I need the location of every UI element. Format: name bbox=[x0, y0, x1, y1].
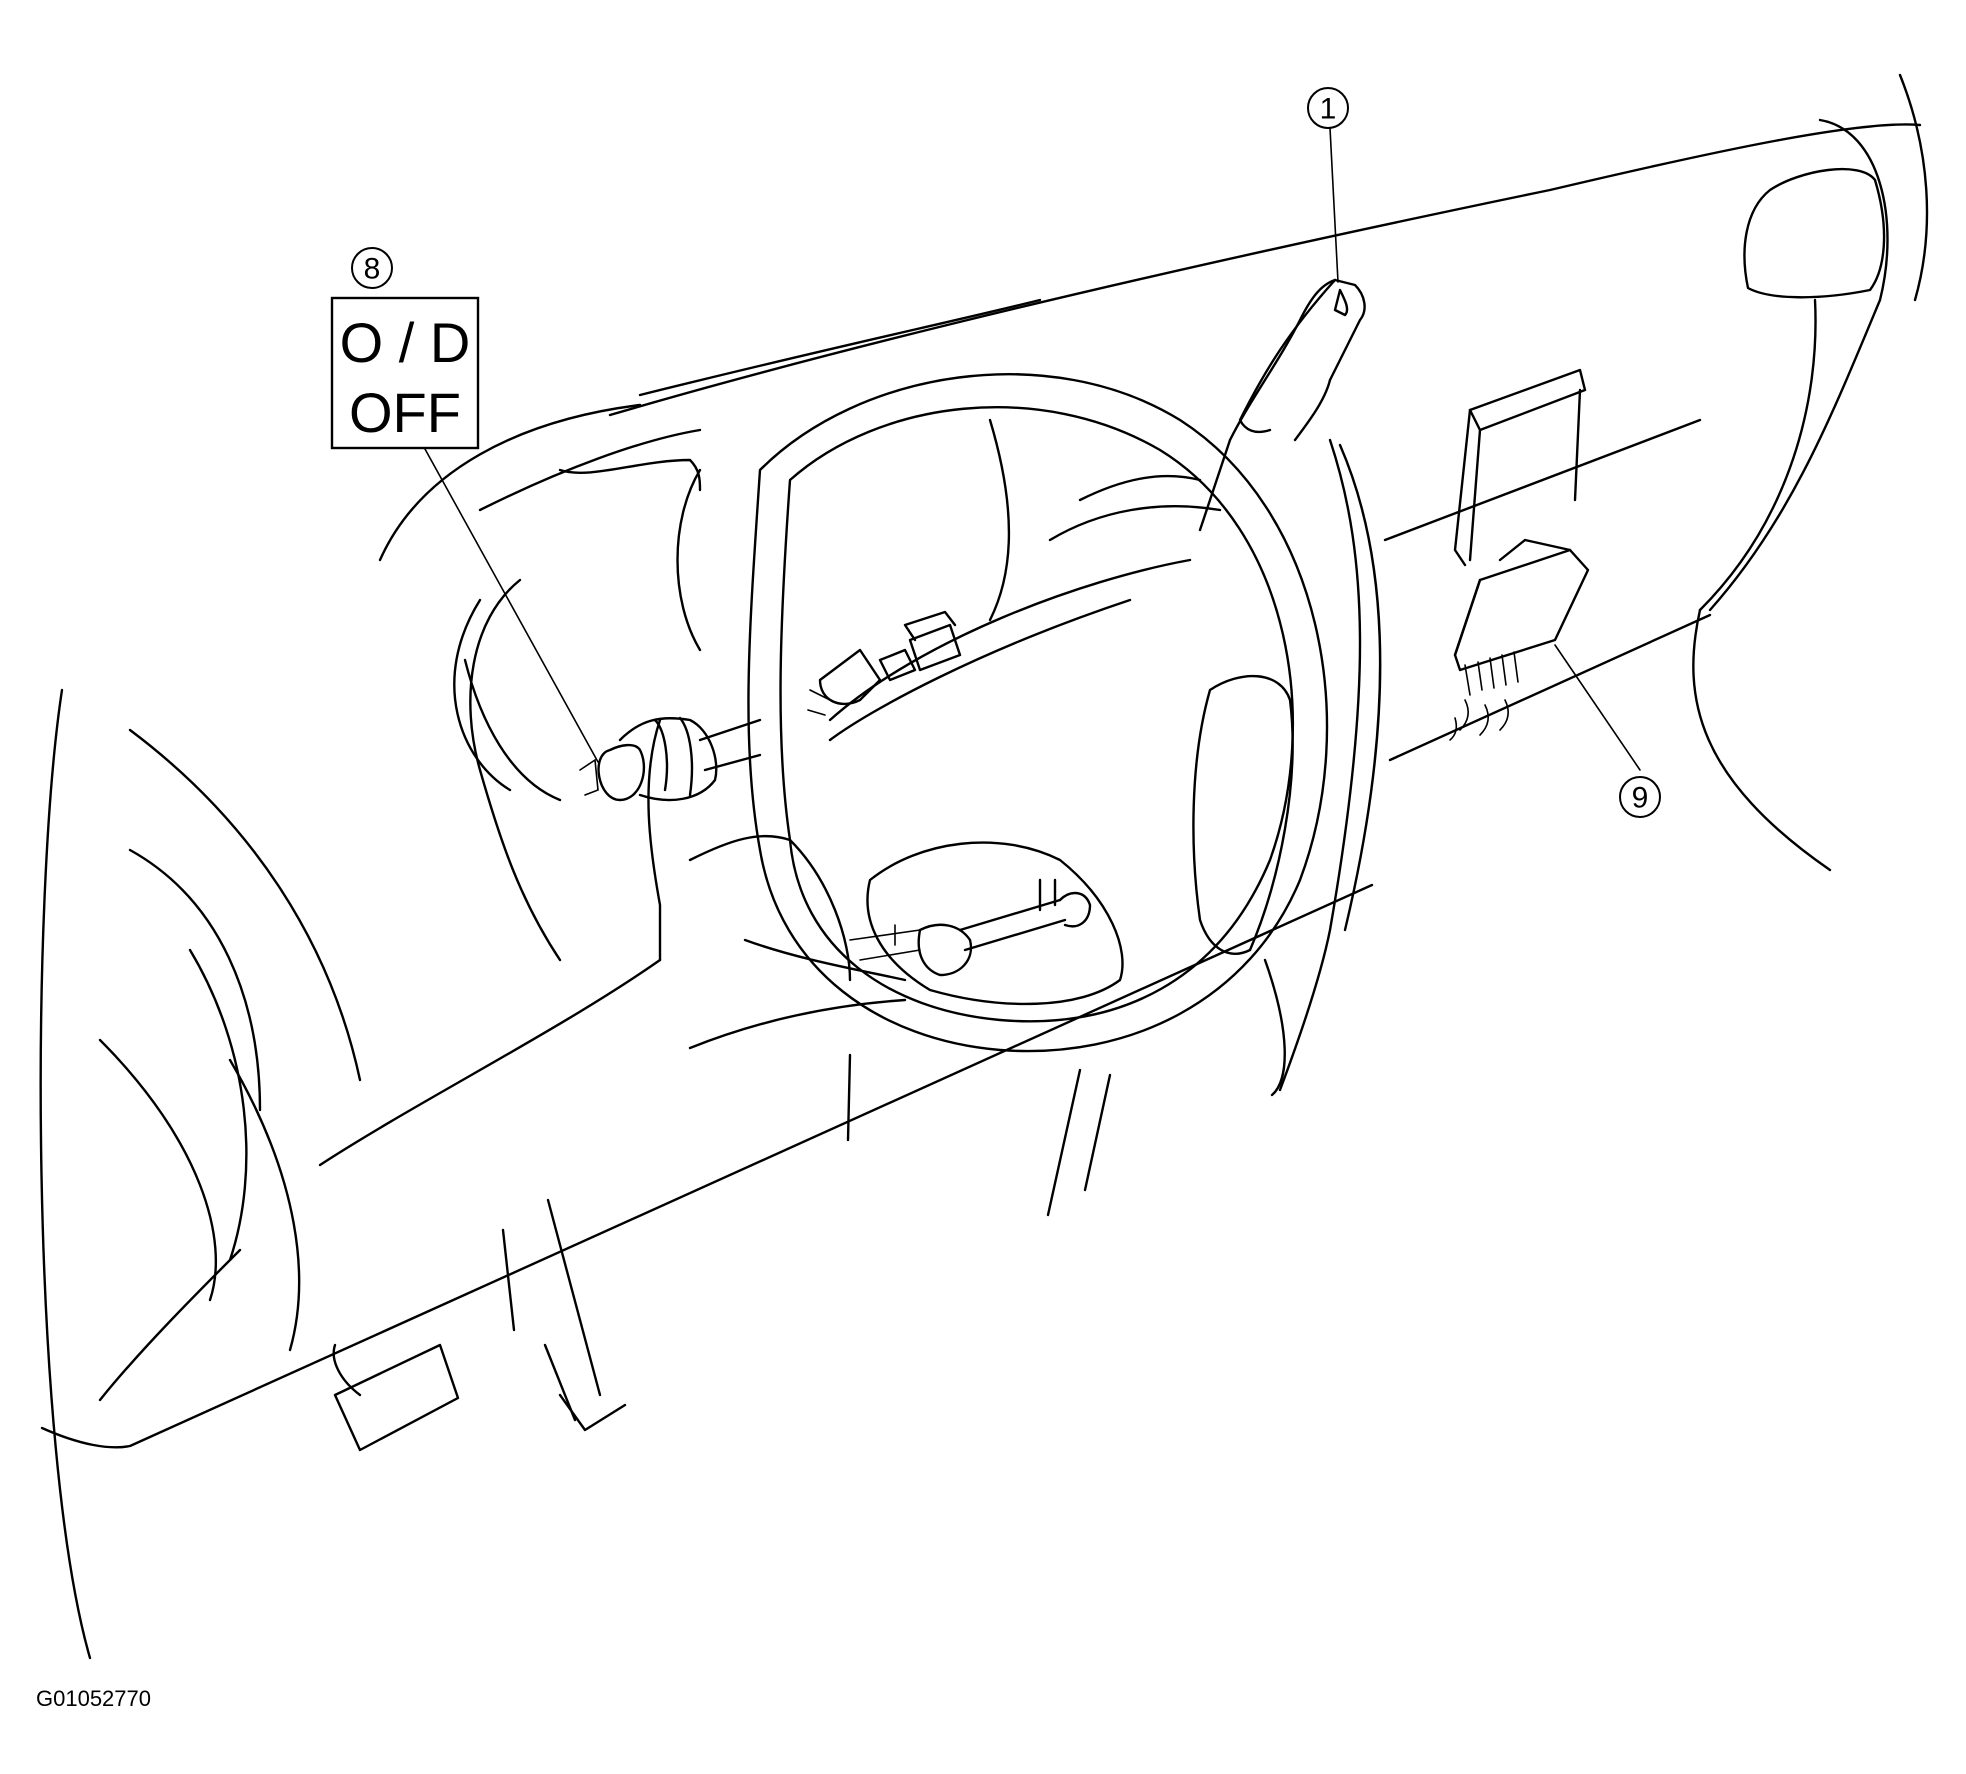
od-label-line2: OFF bbox=[349, 381, 461, 444]
od-off-label-box: O / D OFF bbox=[330, 296, 480, 450]
callout-8: 8 bbox=[351, 247, 393, 289]
control-module bbox=[1449, 368, 1590, 741]
callout-9: 9 bbox=[1619, 776, 1661, 818]
callout-9-number: 9 bbox=[1632, 782, 1649, 815]
callout-1-number: 1 bbox=[1320, 93, 1337, 126]
od-switch-stalk bbox=[579, 716, 762, 802]
leader-line-9 bbox=[1554, 644, 1641, 771]
leader-line-8 bbox=[419, 439, 599, 763]
steering-wheel bbox=[747, 373, 1329, 1053]
callout-1: 1 bbox=[1307, 87, 1349, 129]
shift-lever bbox=[1198, 278, 1366, 532]
leader-lines bbox=[419, 127, 1641, 771]
callout-8-number: 8 bbox=[364, 253, 381, 286]
figure-id: G01052770 bbox=[36, 1686, 151, 1711]
dashboard-outline bbox=[39, 73, 1929, 1660]
leader-line-1 bbox=[1329, 127, 1339, 283]
od-label-line1: O / D bbox=[340, 311, 471, 374]
